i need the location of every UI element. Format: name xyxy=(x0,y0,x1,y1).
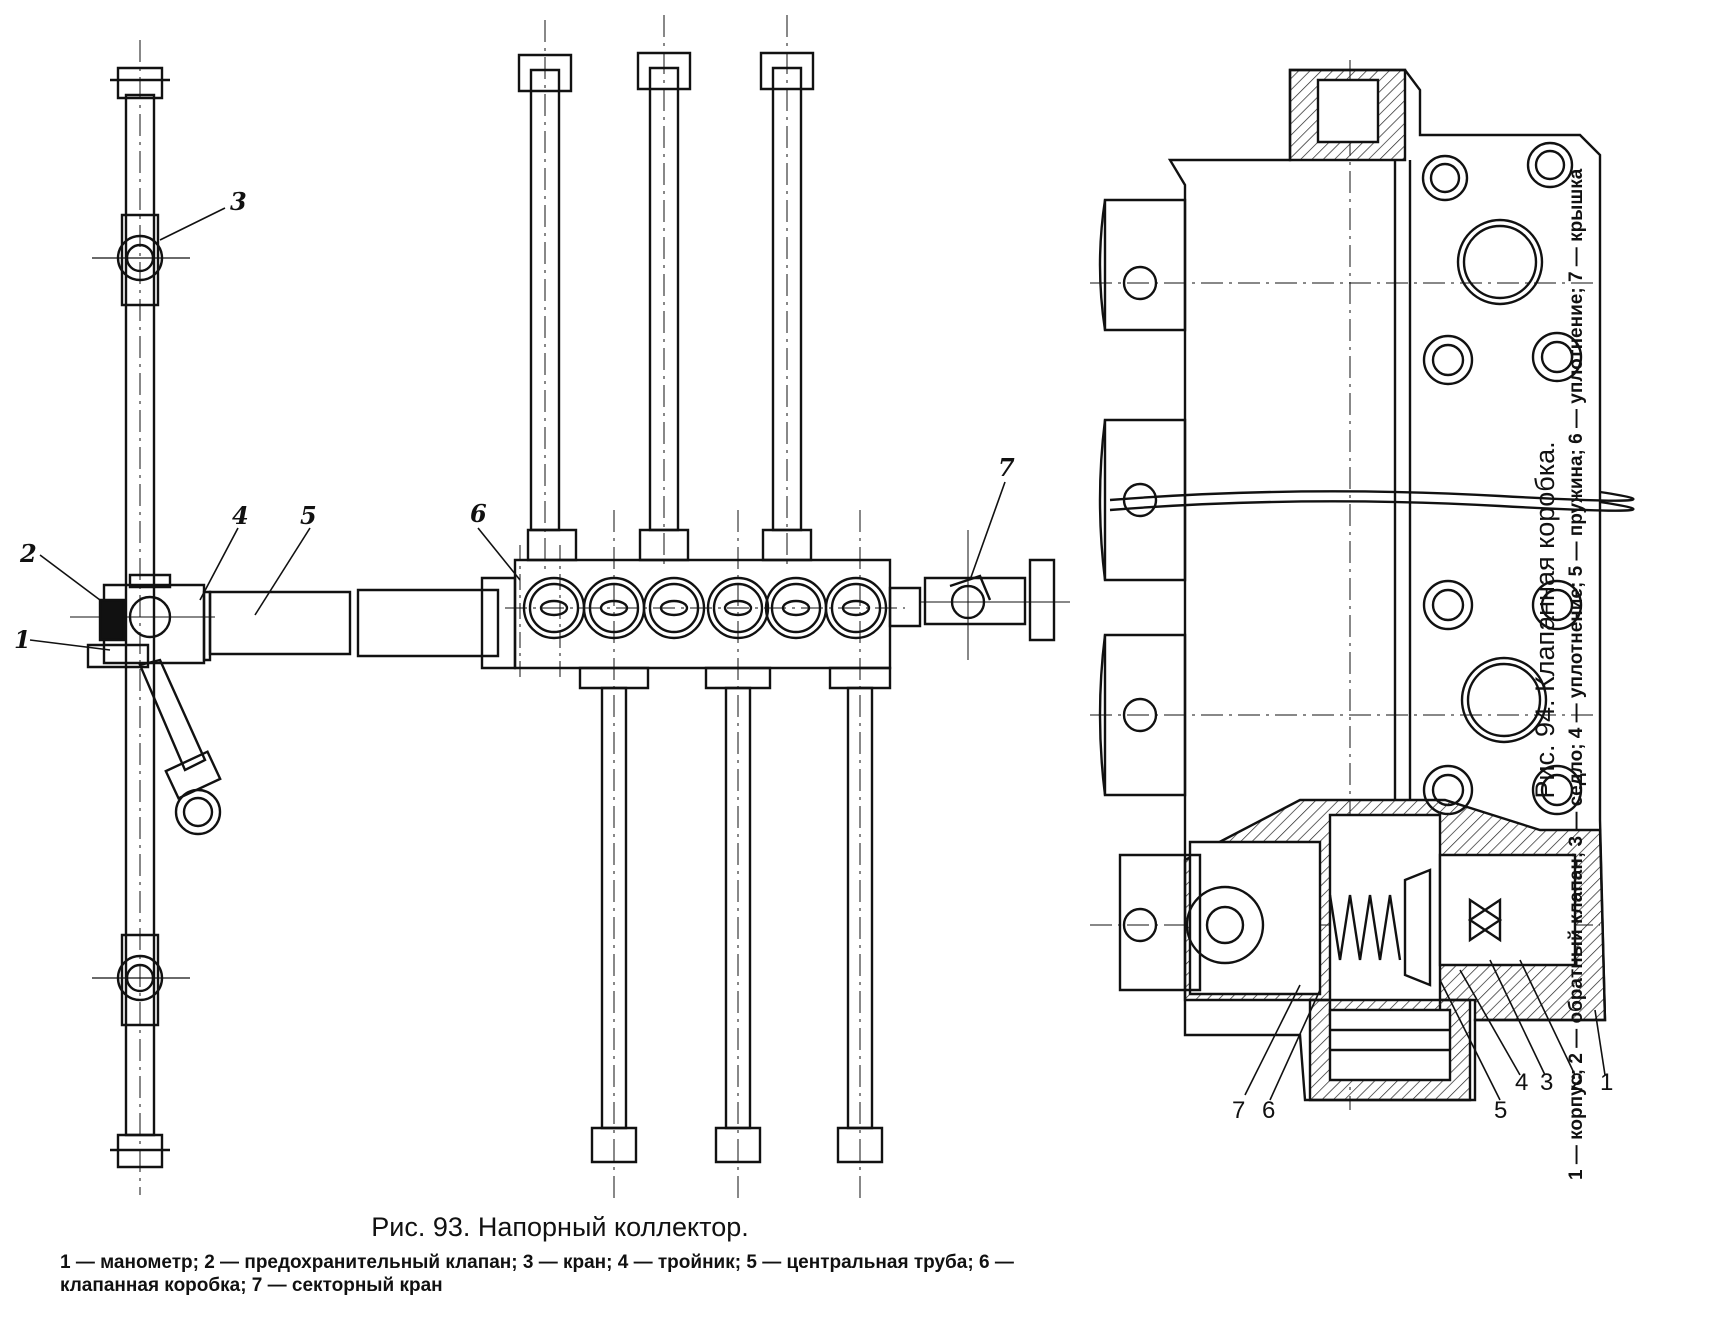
section-cut xyxy=(1120,800,1605,1100)
sector-cock-7 xyxy=(890,530,1070,660)
fig94-caption-block: Рис. 94. Клапанная коробка. 1 — корпус; … xyxy=(1530,30,1589,1210)
fig93-drawing xyxy=(30,15,1070,1200)
fig93-label-3: 3 xyxy=(230,187,247,216)
fig93-label-2: 2 xyxy=(19,539,37,568)
valve-3-upper xyxy=(92,215,190,305)
valve-3-lower xyxy=(92,935,190,1025)
safety-valve-2 xyxy=(88,600,148,667)
fig93-label-7: 7 xyxy=(998,453,1015,482)
fig93-leaders xyxy=(30,208,1005,650)
fig94-callouts: 7 6 5 4 3 2 1 xyxy=(1232,1069,1613,1124)
large-bores xyxy=(1458,220,1546,742)
fig94-label-4: 4 xyxy=(1515,1069,1528,1096)
fig94-drawing xyxy=(1090,60,1633,1110)
fig93-callouts: 3 2 1 4 5 6 7 xyxy=(14,187,1015,654)
fig93-legend: 1 — манометр; 2 — предохранительный клап… xyxy=(60,1252,1014,1296)
valve-box-ports xyxy=(505,578,905,638)
tee-4 xyxy=(70,575,215,663)
fig93-label-5: 5 xyxy=(300,501,317,530)
fig94-leaders xyxy=(1245,960,1605,1100)
upper-outlets xyxy=(519,15,813,570)
top-boss xyxy=(1290,70,1405,160)
fig93-caption-block: Рис. 93. Напорный коллектор. 1 — маномет… xyxy=(0,1212,1120,1297)
fig94-label-7: 7 xyxy=(1232,1097,1245,1124)
fig93-caption: Рис. 93. Напорный коллектор. xyxy=(371,1212,749,1242)
fig94-label-2: 2 xyxy=(1570,1069,1583,1096)
manometer-1 xyxy=(140,660,220,834)
flange-holes xyxy=(1124,267,1156,941)
fig94-label-5: 5 xyxy=(1494,1097,1507,1124)
bolt-heads xyxy=(1423,143,1581,814)
central-pipe-5 xyxy=(204,578,515,668)
fig94-label-6: 6 xyxy=(1262,1097,1275,1124)
fig94-caption: Рис. 94. Клапанная коробка. xyxy=(1530,441,1560,799)
fig94-label-1: 1 xyxy=(1600,1069,1613,1096)
fig93-label-4: 4 xyxy=(232,501,249,530)
fig94-label-3: 3 xyxy=(1540,1069,1553,1096)
valve-box-body xyxy=(1090,60,1633,1110)
vertical-pipe xyxy=(110,40,170,1195)
fig93-label-6: 6 xyxy=(470,499,487,528)
fig94-legend: 1 — корпус; 2 — обратный клапан; 3 — сед… xyxy=(1566,168,1587,1180)
lower-outlets xyxy=(580,510,890,1200)
fig93-label-1: 1 xyxy=(14,625,31,654)
